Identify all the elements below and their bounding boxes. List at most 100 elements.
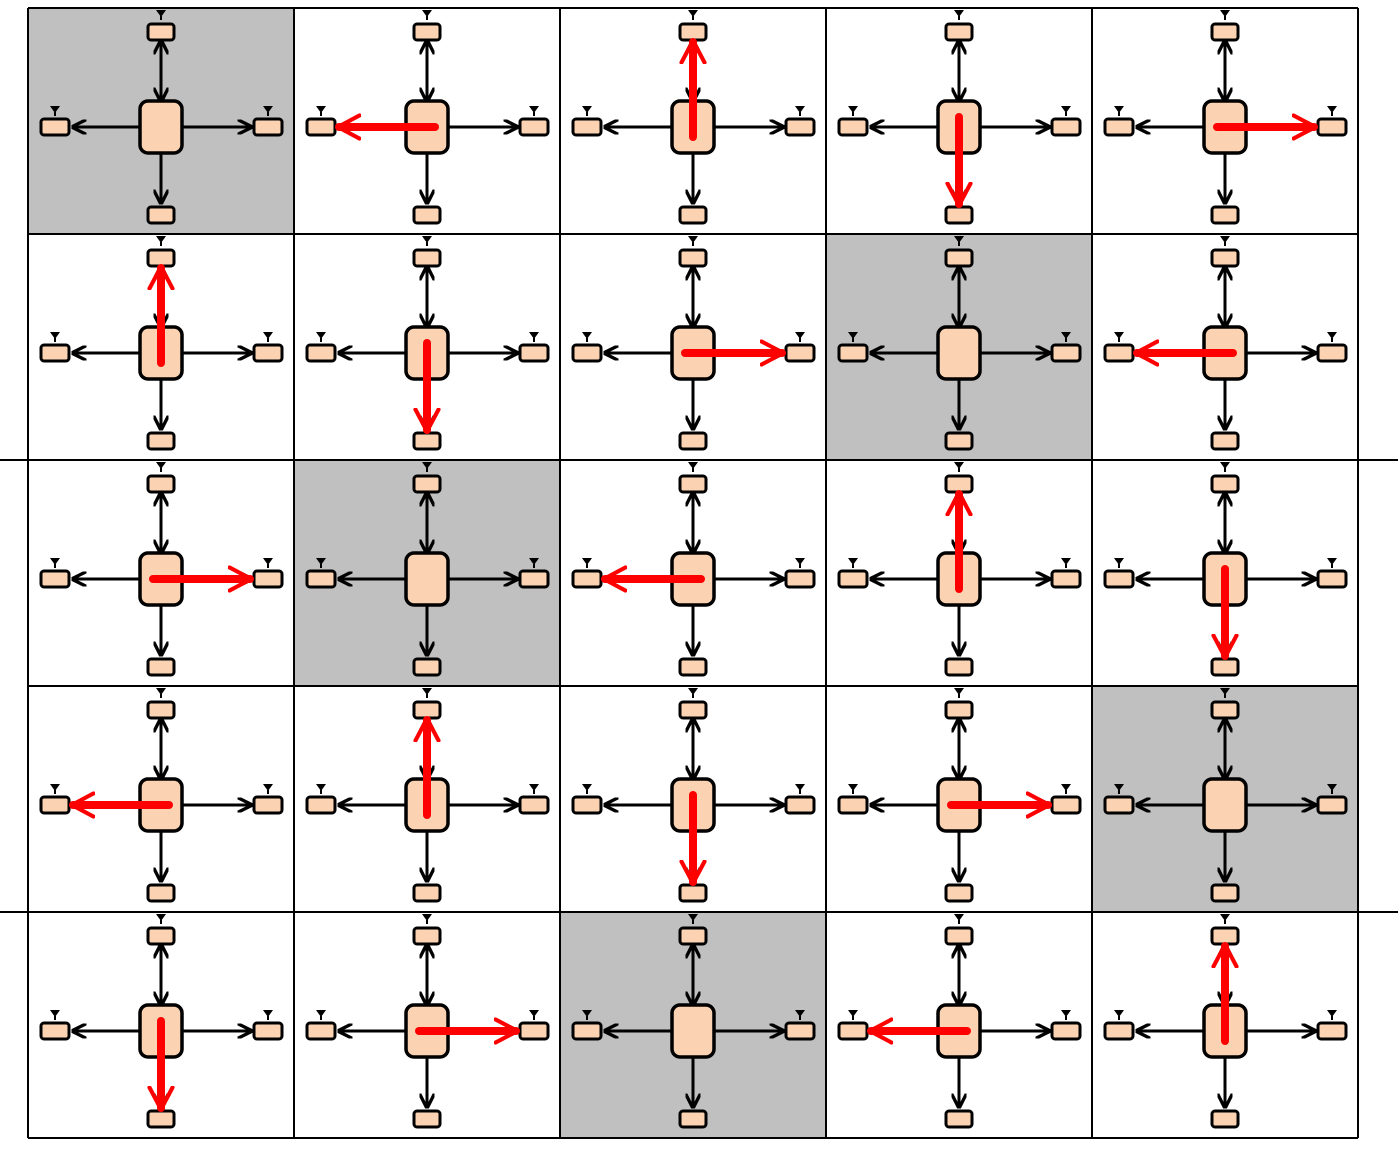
router-node — [936, 325, 982, 381]
right-port-box — [252, 117, 284, 137]
left-port-box — [1103, 1021, 1135, 1041]
antenna-icon — [529, 558, 539, 565]
right-port-box — [1316, 795, 1348, 815]
bottom-port-box — [1210, 431, 1240, 451]
left-port-box — [1103, 795, 1135, 815]
antenna-icon — [848, 106, 858, 113]
antenna-icon — [1061, 558, 1071, 565]
antenna-icon — [263, 332, 273, 339]
left-port-box — [39, 569, 71, 589]
top-port-box — [944, 926, 974, 946]
top-port-box — [412, 474, 442, 494]
left-port-box — [305, 569, 337, 589]
grid-cell — [28, 460, 294, 686]
antenna-icon — [156, 462, 166, 469]
top-port-box — [146, 474, 176, 494]
bottom-port-box — [1210, 657, 1240, 677]
antenna-icon — [422, 688, 432, 695]
antenna-icon — [688, 236, 698, 243]
grid-cell — [1092, 912, 1358, 1138]
grid-cell — [826, 234, 1092, 460]
antenna-icon — [1114, 558, 1124, 565]
right-port-box — [784, 343, 816, 363]
right-port-box — [252, 569, 284, 589]
antenna-icon — [795, 1010, 805, 1017]
antenna-icon — [1061, 784, 1071, 791]
top-port-box — [944, 22, 974, 42]
antenna-icon — [50, 1010, 60, 1017]
right-port-box — [1050, 569, 1082, 589]
left-port-box — [39, 343, 71, 363]
grid-cell — [1092, 460, 1358, 686]
bottom-port-box — [1210, 883, 1240, 903]
left-port-box — [1103, 343, 1135, 363]
right-port-box — [252, 343, 284, 363]
top-port-box — [146, 248, 176, 268]
antenna-icon — [582, 784, 592, 791]
bottom-port-box — [412, 657, 442, 677]
top-port-box — [1210, 700, 1240, 720]
antenna-icon — [1220, 914, 1230, 921]
antenna-icon — [316, 332, 326, 339]
left-port-box — [305, 343, 337, 363]
top-port-box — [412, 22, 442, 42]
antenna-icon — [1061, 106, 1071, 113]
bottom-port-box — [944, 205, 974, 225]
antenna-icon — [954, 688, 964, 695]
antenna-icon — [529, 332, 539, 339]
antenna-icon — [688, 688, 698, 695]
antenna-icon — [688, 462, 698, 469]
bottom-port-box — [412, 883, 442, 903]
left-port-box — [39, 795, 71, 815]
grid-cell — [294, 234, 560, 460]
bottom-port-box — [944, 1109, 974, 1129]
left-port-box — [305, 1021, 337, 1041]
left-port-box — [571, 1021, 603, 1041]
antenna-icon — [1327, 106, 1337, 113]
grid-cell — [1092, 686, 1358, 912]
antenna-icon — [848, 784, 858, 791]
top-port-box — [678, 474, 708, 494]
right-port-box — [252, 795, 284, 815]
grid-cell — [560, 460, 826, 686]
grid-cell — [826, 912, 1092, 1138]
right-port-box — [784, 1021, 816, 1041]
antenna-icon — [848, 1010, 858, 1017]
right-port-box — [518, 569, 550, 589]
grid-cells — [28, 8, 1358, 1138]
top-port-box — [1210, 474, 1240, 494]
right-port-box — [518, 117, 550, 137]
left-port-box — [837, 795, 869, 815]
left-port-box — [837, 343, 869, 363]
left-port-box — [1103, 117, 1135, 137]
antenna-icon — [1061, 332, 1071, 339]
top-port-box — [412, 700, 442, 720]
grid-cell — [1092, 8, 1358, 234]
antenna-icon — [848, 332, 858, 339]
antenna-icon — [263, 784, 273, 791]
top-port-box — [678, 926, 708, 946]
bottom-port-box — [678, 431, 708, 451]
left-port-box — [837, 569, 869, 589]
top-port-box — [944, 474, 974, 494]
grid-cell — [28, 8, 294, 234]
top-port-box — [1210, 926, 1240, 946]
antenna-icon — [316, 106, 326, 113]
antenna-icon — [582, 1010, 592, 1017]
antenna-icon — [1114, 1010, 1124, 1017]
right-port-box — [1316, 569, 1348, 589]
left-port-box — [305, 795, 337, 815]
grid-cell — [294, 460, 560, 686]
right-port-box — [784, 569, 816, 589]
antenna-icon — [529, 784, 539, 791]
antenna-icon — [1114, 106, 1124, 113]
top-port-box — [944, 248, 974, 268]
bottom-port-box — [678, 657, 708, 677]
router-node — [670, 1003, 716, 1059]
antenna-icon — [1220, 462, 1230, 469]
antenna-icon — [316, 558, 326, 565]
antenna-icon — [688, 914, 698, 921]
top-port-box — [1210, 248, 1240, 268]
antenna-icon — [1061, 1010, 1071, 1017]
